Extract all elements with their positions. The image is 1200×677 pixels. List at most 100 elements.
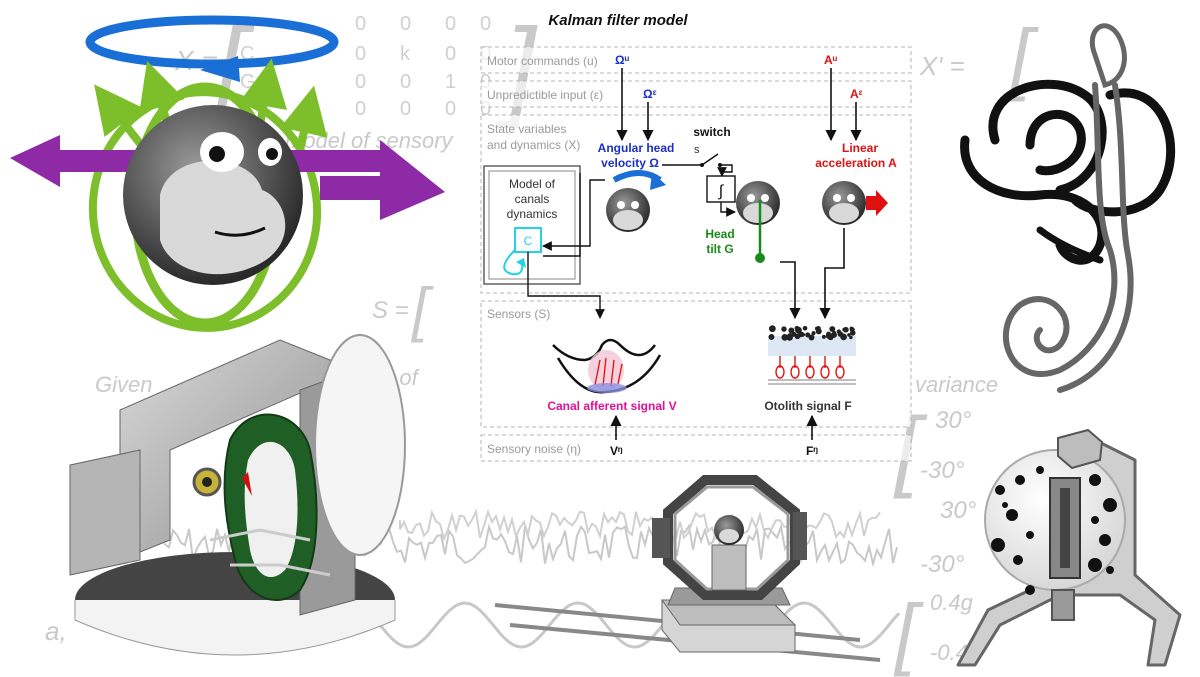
sphere-spot: [1006, 509, 1018, 521]
bg-symbol-left: a,: [45, 616, 67, 646]
svg-text:0: 0: [445, 13, 456, 35]
monkey-head-angular: [606, 188, 650, 232]
wire-omega-down: [543, 173, 581, 257]
sphere-spot: [1002, 502, 1008, 508]
g-pos: 0.4g: [930, 590, 974, 615]
canal-model-inner-box: [488, 170, 576, 280]
ring-arrow-left: [94, 84, 149, 153]
svg-text:G: G: [240, 71, 256, 93]
linear-accel-label-1: Linear: [842, 141, 878, 155]
rotator-frame-rods: [209, 528, 331, 577]
svg-text:k: k: [400, 43, 411, 65]
otolith-signal-label: Otolith signal F: [764, 399, 851, 413]
rotator-hub-center: [202, 477, 212, 487]
wire-omega-to-canal: [542, 179, 605, 251]
rotator-base-rim: [74, 600, 396, 656]
section-label-state-1: State variables: [487, 122, 566, 136]
deg-pos-2: 30°: [940, 497, 977, 524]
monkey-mouth: [214, 226, 266, 237]
head-tilt-label-2: tilt G: [706, 242, 733, 256]
canal-cupula-drawing: [552, 338, 662, 394]
section-unpredictable: [480, 80, 912, 108]
svg-text:0: 0: [480, 98, 491, 120]
linear-accel-label-2: acceleration A: [815, 156, 897, 170]
sphere-spot: [1088, 558, 1102, 572]
otolith-drawing: [768, 325, 856, 385]
sphere-top-mount: [1057, 428, 1104, 470]
switch-label: switch: [693, 125, 730, 139]
canal-signal-label: Canal afferent signal V: [547, 399, 676, 413]
deg-neg-1: -30°: [920, 457, 965, 484]
angular-velocity-arrowhead: [650, 172, 666, 190]
bg-bracket-bottom: [: [893, 588, 924, 677]
monkey-face: [160, 160, 286, 275]
f-eta-symbol: Fᵑ: [806, 444, 818, 458]
section-motor-commands: [480, 46, 912, 74]
sphere-spot: [1106, 566, 1114, 574]
section-label-motor: Motor commands (u): [487, 54, 598, 68]
linear-sled-illustration: [494, 475, 881, 662]
svg-text:0: 0: [445, 98, 456, 120]
rotator-dish: [314, 334, 406, 556]
ring-arrow-mid: [139, 60, 185, 127]
section-label-sensors: Sensors (S): [487, 307, 550, 321]
ring-arrow-far-right: [280, 85, 328, 151]
vestibular-labyrinth: [960, 23, 1176, 393]
interaural-axis-arrow-right: [380, 140, 445, 220]
canal-self-loop-head: [516, 258, 526, 268]
a-eps-symbol: Aᵋ: [850, 87, 863, 101]
sine-waveform: [378, 601, 901, 649]
sphere-spot: [1091, 516, 1099, 524]
ring-arrow-right: [239, 58, 288, 126]
wire-accel-to-otolith: [819, 228, 845, 320]
svg-text:0: 0: [400, 98, 411, 120]
switch-s-label: s: [694, 144, 700, 156]
rotator-green-ring-inner: [244, 441, 298, 578]
gravity-bob: [755, 253, 765, 263]
sled-axle-left: [652, 518, 670, 558]
sphere-spot: [1013, 555, 1023, 565]
wire-canal-to-sensor: [527, 252, 605, 319]
sphere-spot: [1036, 466, 1044, 474]
monkey-pupil-left: [209, 146, 225, 162]
angular-velocity-label-1: Angular head: [598, 141, 675, 155]
canal-state-box: [514, 227, 542, 253]
s-eq-bracket: [: [410, 276, 434, 343]
given-text: Given: [95, 372, 152, 397]
x-prime-label: X' =: [919, 51, 965, 81]
sled-body: [711, 544, 747, 591]
roll-ring: [88, 88, 322, 332]
deg-neg-2: -30°: [920, 551, 965, 578]
section-label-unpredictable: Unpredictible input (ε): [487, 88, 603, 102]
monkey-head-linear: [822, 181, 866, 225]
sphere-spot: [1103, 498, 1117, 512]
sphere-spot: [1026, 531, 1034, 539]
svg-text:0: 0: [400, 71, 411, 93]
integrator-symbol: ∫: [718, 183, 725, 200]
angular-velocity-label-2: velocity Ω: [601, 156, 659, 170]
canal-model-label-3: dynamics: [507, 207, 558, 221]
monkey-head-tilt: [736, 181, 780, 225]
sphere-spots: [991, 466, 1117, 595]
sphere-spot: [1089, 474, 1101, 486]
monkey-axes-illustration: [10, 15, 445, 332]
s-eq-label: S =: [372, 297, 409, 324]
sphere-spot: [1015, 475, 1025, 485]
section-label-state-2: and dynamics (X): [487, 138, 580, 152]
deg-pos-1: 30°: [935, 407, 972, 434]
omega-u-symbol: Ωᵘ: [615, 53, 630, 67]
linear-accel-arrow: [866, 190, 888, 216]
svg-text:0: 0: [355, 71, 366, 93]
sphere-spot: [1025, 585, 1035, 595]
section-noise: [480, 434, 912, 462]
monkey-pupil-right: [266, 148, 278, 160]
svg-text:0: 0: [355, 98, 366, 120]
a-u-symbol: Aᵘ: [824, 53, 838, 67]
canal-model-label-1: Model of: [509, 177, 556, 191]
switch-blade: [701, 153, 719, 166]
yaw-rotation-arrowhead: [200, 56, 240, 82]
wire-tilt-to-otolith: [780, 261, 801, 320]
yaw-rotation-ring: [85, 15, 339, 69]
